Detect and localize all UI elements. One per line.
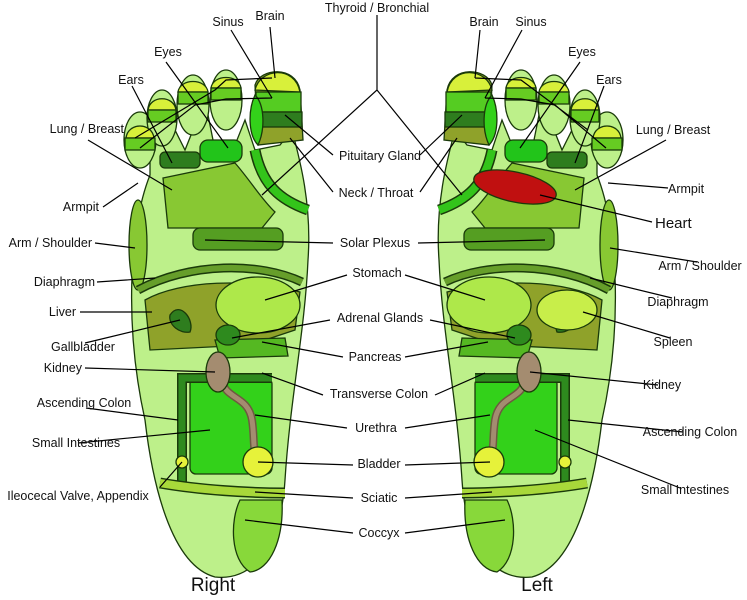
heart-region [473, 169, 557, 205]
left-label-brain: Brain [469, 15, 498, 29]
label-pancreas: Pancreas [349, 350, 402, 364]
right-label-brain: Brain [255, 9, 284, 23]
right-label-ileocecal: Ileocecal Valve, Appendix [7, 489, 149, 503]
left-foot-caption: Left [521, 575, 553, 596]
right-label-gallbladder: Gallbladder [51, 340, 115, 354]
left-label-eyes: Eyes [568, 45, 596, 59]
left-label-arm-shoulder: Arm / Shoulder [658, 259, 741, 273]
right-label-small-intestines: Small Intestines [32, 436, 120, 450]
right-label-diaphragm: Diaphragm [34, 275, 95, 289]
label-stomach: Stomach [352, 266, 401, 280]
left-label-small-intestines: Small Intestines [641, 483, 729, 497]
right-foot [124, 70, 309, 577]
right-label-sinus: Sinus [212, 15, 243, 29]
label-neck: Neck / Throat [339, 186, 414, 200]
left-label-ascending-colon: Ascending Colon [643, 425, 738, 439]
left-label-heart: Heart [655, 215, 693, 232]
left-label-kidney: Kidney [643, 378, 682, 392]
right-label-kidney: Kidney [44, 361, 83, 375]
label-urethra: Urethra [355, 421, 397, 435]
label-transverse-colon: Transverse Colon [330, 387, 428, 401]
left-foot [438, 70, 623, 577]
left-label-spleen: Spleen [654, 335, 693, 349]
right-label-armpit: Armpit [63, 200, 100, 214]
right-label-arm-shoulder: Arm / Shoulder [9, 236, 92, 250]
connector-lines [77, 15, 698, 534]
right-label-liver: Liver [49, 305, 76, 319]
right-label-ascending-colon: Ascending Colon [37, 396, 132, 410]
left-label-lung: Lung / Breast [636, 123, 711, 137]
label-solar-plexus: Solar Plexus [340, 236, 410, 250]
label-adrenal: Adrenal Glands [337, 311, 423, 325]
right-label-lung: Lung / Breast [50, 122, 125, 136]
left-label-ears: Ears [596, 73, 622, 87]
left-label-armpit: Armpit [668, 182, 705, 196]
label-coccyx: Coccyx [359, 526, 401, 540]
left-label-diaphragm: Diaphragm [647, 295, 708, 309]
spleen-region [536, 289, 598, 331]
label-sciatic: Sciatic [361, 491, 398, 505]
label-thyroid: Thyroid / Bronchial [325, 1, 429, 15]
label-pituitary: Pituitary Gland [339, 149, 421, 163]
label-bladder: Bladder [357, 457, 400, 471]
left-label-sinus: Sinus [515, 15, 546, 29]
right-foot-caption: Right [191, 575, 236, 596]
right-label-ears: Ears [118, 73, 144, 87]
right-label-eyes: Eyes [154, 45, 182, 59]
